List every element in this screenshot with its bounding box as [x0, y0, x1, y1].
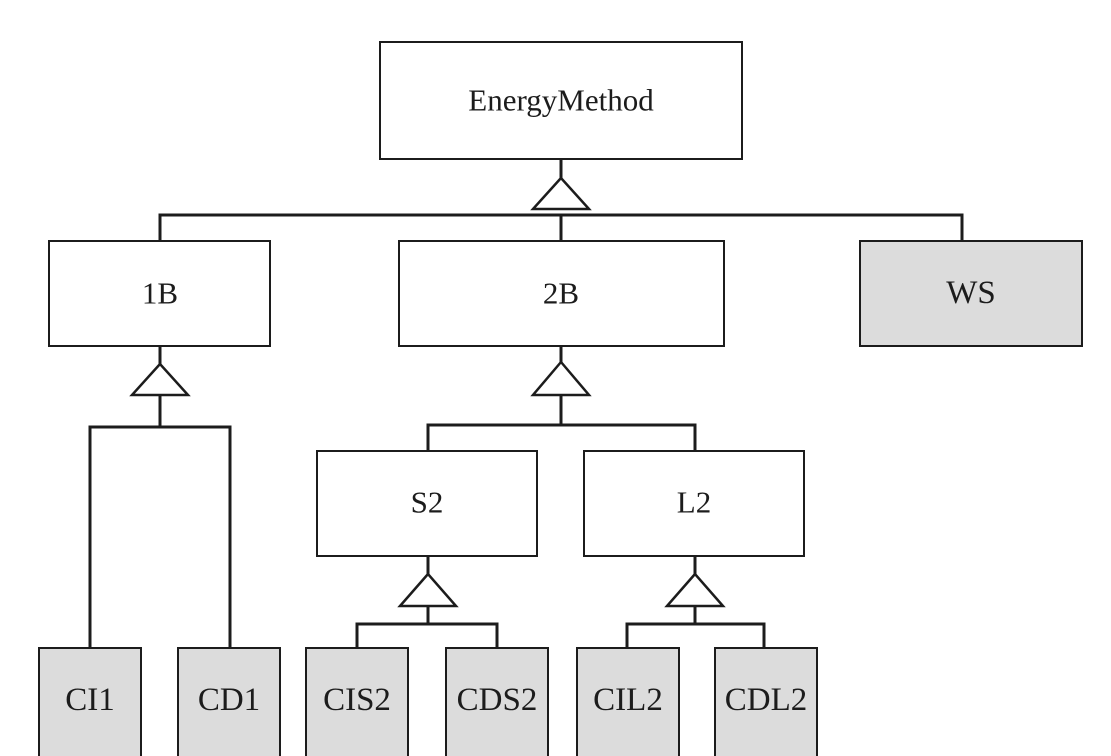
node-1b: 1B [48, 240, 271, 347]
node-label: CDS2 [457, 682, 538, 718]
connector-l2-children [625, 556, 766, 648]
inheritance-arrow-1b [129, 362, 191, 397]
node-cis2: CIS2 [305, 647, 409, 756]
inheritance-arrow-2b [530, 360, 592, 397]
connector-energymethod-children [158, 160, 964, 241]
connector-1b-children [88, 346, 232, 648]
inheritance-arrow-s2 [397, 572, 459, 608]
inheritance-arrow-energymethod [530, 176, 592, 211]
node-cil2: CIL2 [576, 647, 680, 756]
inheritance-arrow-l2 [664, 572, 726, 608]
node-ci1: CI1 [38, 647, 142, 756]
node-label: 2B [543, 276, 579, 311]
node-label: L2 [677, 485, 711, 520]
node-box [379, 41, 743, 160]
node-box [445, 647, 549, 756]
node-cds2: CDS2 [445, 647, 549, 756]
node-box [316, 450, 538, 557]
node-box [859, 240, 1083, 347]
node-box [576, 647, 680, 756]
node-label: 1B [142, 276, 178, 311]
node-box [583, 450, 805, 557]
node-label: CIL2 [593, 682, 663, 718]
node-label: CD1 [198, 682, 260, 718]
node-box [305, 647, 409, 756]
node-label: CDL2 [725, 682, 808, 718]
node-box [48, 240, 271, 347]
node-box [398, 240, 725, 347]
connector-2b-children [426, 346, 697, 451]
node-s2: S2 [316, 450, 538, 557]
node-label: WS [946, 275, 996, 311]
node-box [177, 647, 281, 756]
node-cd1: CD1 [177, 647, 281, 756]
node-label: EnergyMethod [468, 83, 654, 118]
node-label: CIS2 [323, 682, 391, 718]
node-cdl2: CDL2 [714, 647, 818, 756]
node-energymethod: EnergyMethod [379, 41, 743, 160]
node-l2: L2 [583, 450, 805, 557]
connectors [88, 160, 964, 648]
node-ws: WS [859, 240, 1083, 347]
connector-s2-children [355, 556, 499, 648]
node-box [714, 647, 818, 756]
node-label: CI1 [65, 682, 115, 718]
node-box [38, 647, 142, 756]
node-label: S2 [411, 485, 444, 520]
arrowheads [129, 176, 726, 608]
node-2b: 2B [398, 240, 725, 347]
